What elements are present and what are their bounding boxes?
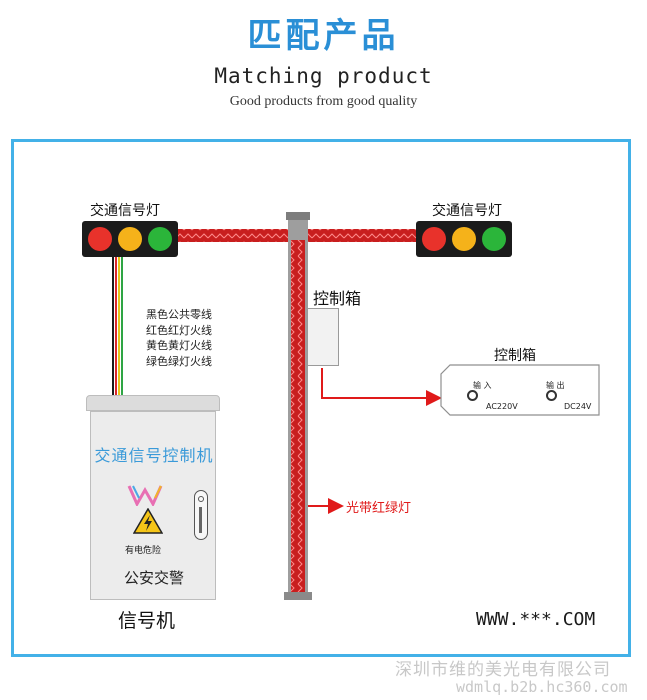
output-label: 输 出 [546,381,565,390]
left-traffic-light [82,221,178,257]
handle-bar [199,507,202,533]
arrow-to-panel [321,368,442,406]
page-title-en: Matching product [214,64,433,88]
red-lamp-icon [422,227,446,251]
control-panel-shape [440,364,600,416]
light-band-label: 光带红绿灯 [346,501,412,516]
watermark-url: wdmlq.b2b.hc360.com [456,678,628,696]
wire-label-green: 绿色绿灯火线 [146,354,212,368]
brand-logo-icon [127,485,163,506]
diagram-frame [11,139,631,657]
right-light-label: 交通信号灯 [432,203,502,219]
pole-control-box [307,308,339,366]
input-label: 输 入 [473,381,492,390]
pole-led-strip [291,240,305,596]
left-light-label: 交通信号灯 [90,203,160,219]
cabinet-footer: 公安交警 [123,569,184,587]
pole-cap [286,212,310,220]
signal-cabinet: 交通信号控制机 有电危险 公安交警 [90,411,216,600]
cabinet-title: 交通信号控制机 [94,446,214,465]
input-voltage: AC220V [486,402,518,411]
control-box-label: 控制箱 [313,289,362,308]
danger-label: 有电危险 [125,546,162,556]
pole-base [284,592,312,600]
right-traffic-light [416,221,512,257]
yellow-lamp-icon [452,227,476,251]
input-knob-icon [467,390,478,401]
green-lamp-icon [148,227,172,251]
wire-label-red: 红色红灯火线 [146,323,212,337]
control-panel: 输 入 AC220V 输 出 DC24V [440,364,600,416]
watermark-company: 深圳市维的美光电有限公司 [395,660,611,680]
cabinet-top [86,395,220,411]
cabinet-caption: 信号机 [118,610,176,632]
red-lamp-icon [88,227,112,251]
wire-label-yellow: 黄色黄灯火线 [146,339,212,352]
watermark-site: WWW.***.COM [476,609,596,630]
panel-title: 控制箱 [494,348,536,364]
cabinet-handle [194,490,208,540]
output-knob-icon [546,390,557,401]
output-voltage: DC24V [564,402,592,411]
wire-label-black: 黑色公共零线 [146,308,212,321]
page-title-cn: 匹配产品 [247,16,400,56]
page-tagline: Good products from good quality [229,94,418,109]
yellow-lamp-icon [118,227,142,251]
wire-labels: 黑色公共零线 红色红灯火线 黄色黄灯火线 绿色绿灯火线 [146,307,212,369]
high-voltage-warning-icon [133,508,163,534]
lock-icon [197,496,204,502]
green-lamp-icon [482,227,506,251]
